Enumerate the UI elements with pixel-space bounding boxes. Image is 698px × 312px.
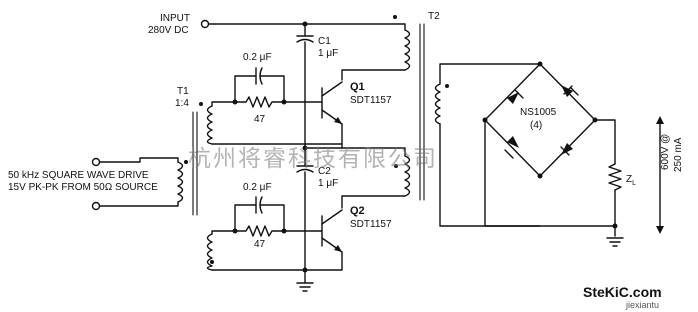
snubber-bottom-res: 47 (254, 239, 266, 250)
midpoint-rail (302, 145, 406, 167)
snubber-top: 0.2 μF 47 (232, 52, 287, 125)
diode-d3-icon (504, 136, 519, 159)
diode-d2-icon (561, 85, 579, 97)
output-rating: 600V @ 250 mA (656, 116, 684, 234)
svg-text:jiexiantu: jiexiantu (625, 300, 659, 310)
load-name: ZL (626, 174, 636, 187)
t2-secondary (434, 63, 541, 227)
t1-primary: 50 kHz SQUARE WAVE DRIVE 15V PK-PK FROM … (8, 111, 198, 216)
t1-name: T1 (177, 86, 189, 97)
input-label: INPUT (160, 13, 190, 24)
diode-bridge: NS1005 (4) (482, 61, 598, 179)
q1-name: Q1 (350, 81, 365, 93)
q2-name: Q2 (350, 205, 365, 217)
t2-name: T2 (428, 11, 440, 22)
q1-part: SDT1157 (350, 95, 392, 106)
output-current: 250 mA (673, 137, 684, 172)
diode-d1-icon (507, 89, 524, 104)
diode-d4-icon (560, 143, 573, 156)
ground-left (296, 267, 314, 292)
t2-core: T2 (419, 11, 440, 201)
t2-primary-top (341, 15, 411, 81)
watermark-text: 杭州将睿科技有限公司 (188, 146, 438, 172)
dc-input: INPUT 280V DC (148, 13, 406, 37)
c1-value: 1 μF (318, 48, 338, 59)
site-logo: SteKiC.com jiexiantu (583, 284, 662, 310)
c2-name: C2 (318, 166, 331, 177)
snubber-bottom-cap: 0.2 μF (243, 182, 272, 193)
t1-secondary-top: T1 1:4 (175, 86, 343, 145)
t1-ratio: 1:4 (175, 98, 189, 109)
snubber-top-res: 47 (254, 114, 266, 125)
output-voltage: 600V @ (660, 134, 671, 170)
transistor-q1: Q1 SDT1157 (283, 81, 392, 149)
t2-primary-bottom (341, 155, 411, 209)
bridge-part: NS1005 (520, 107, 557, 118)
input-voltage: 280V DC (148, 25, 189, 36)
c1-name: C1 (318, 36, 331, 47)
drive-line1: 50 kHz SQUARE WAVE DRIVE (8, 170, 149, 181)
ground-right (606, 237, 624, 247)
capacitor-c2: C2 1 μF (296, 165, 338, 283)
bridge-qty: (4) (530, 120, 542, 131)
transistor-q2: Q2 SDT1157 (283, 205, 392, 271)
drive-terminal-top (91, 157, 101, 167)
drive-line2: 15V PK-PK FROM 50Ω SOURCE (8, 182, 158, 193)
input-terminal (200, 19, 210, 29)
load-circuit: ZL (484, 119, 636, 237)
snubber-bottom: 0.2 μF 47 (232, 182, 287, 250)
c2-value: 1 μF (318, 178, 338, 189)
svg-text:SteKiC.com: SteKiC.com (583, 284, 662, 300)
snubber-top-cap: 0.2 μF (243, 52, 272, 63)
capacitor-c1: C1 1 μF (296, 35, 338, 149)
drive-terminal-bottom (91, 201, 101, 211)
q2-part: SDT1157 (350, 219, 392, 230)
t1-secondary-bottom (206, 230, 306, 271)
